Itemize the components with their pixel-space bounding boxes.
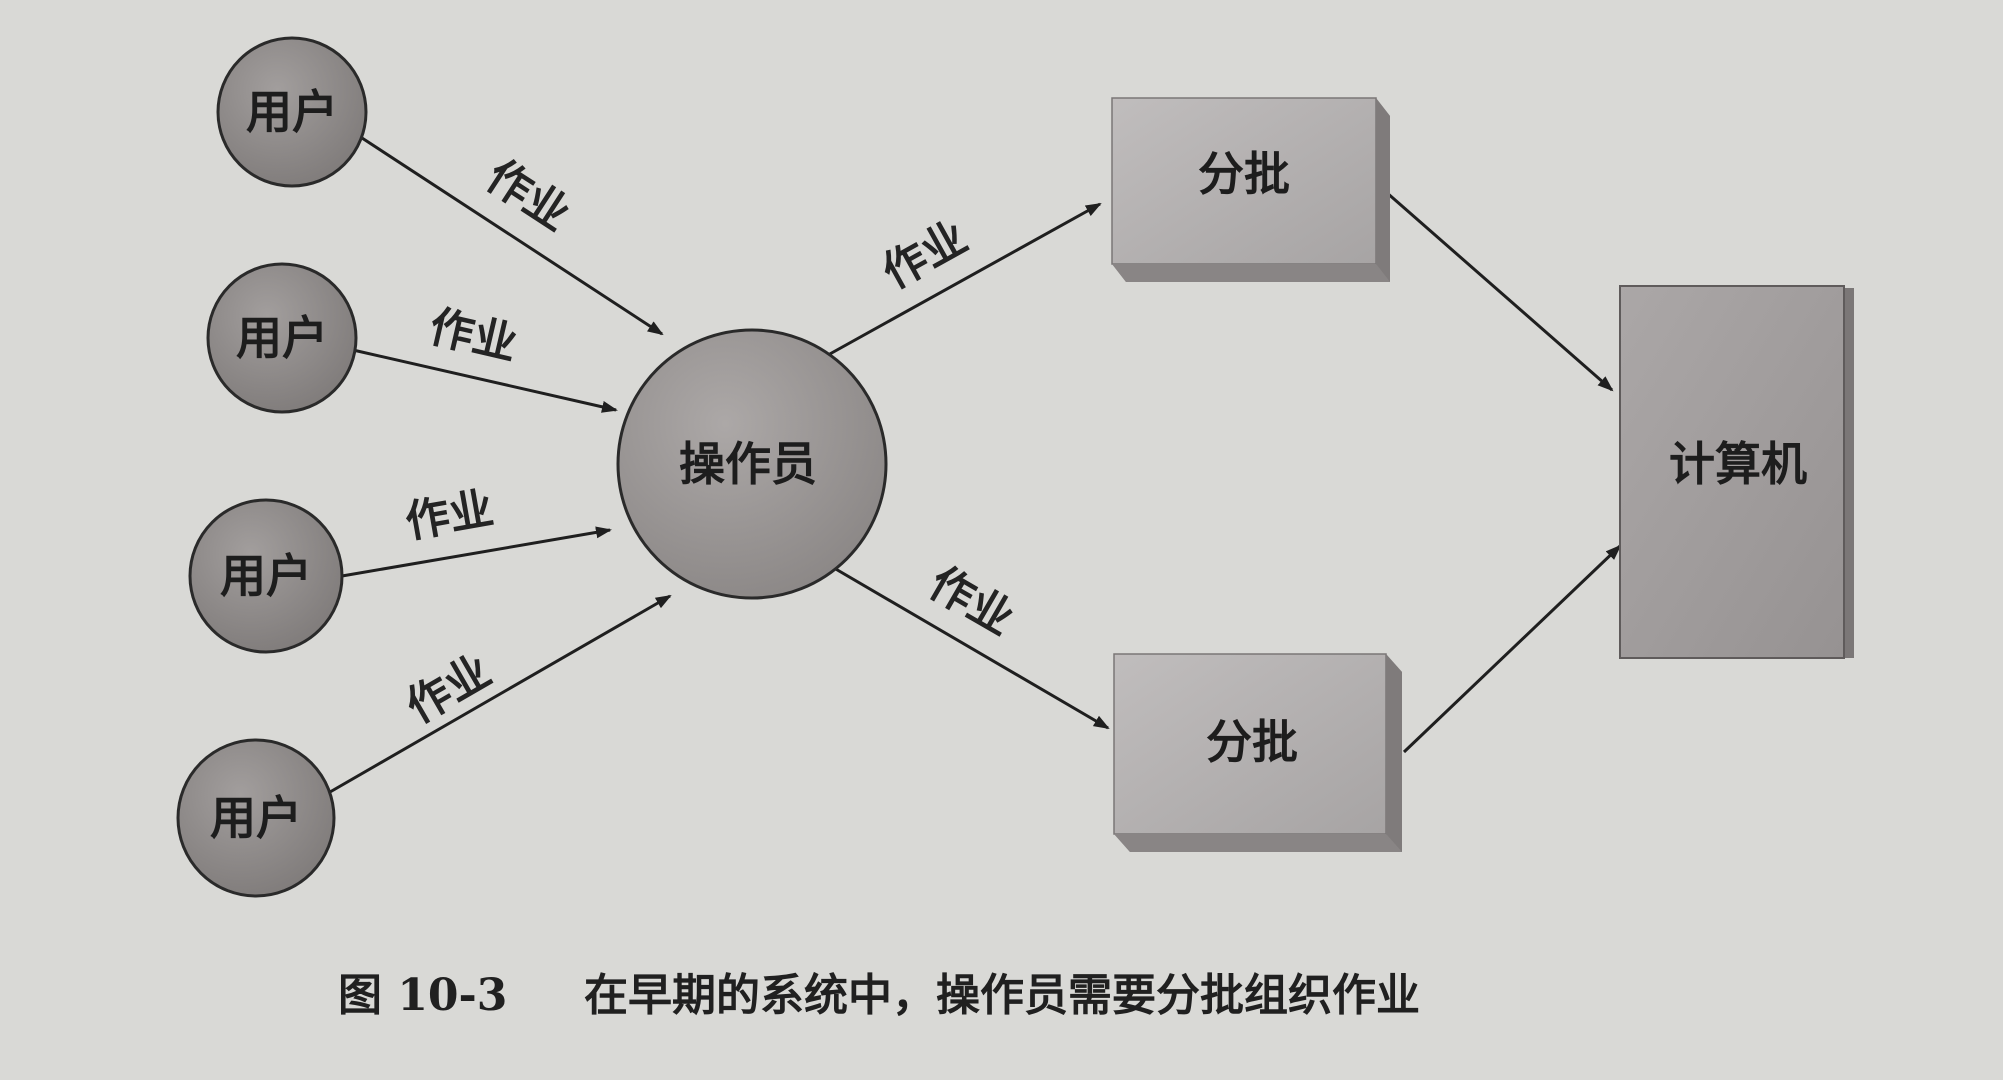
user-node-label: 用户: [246, 85, 338, 139]
batch-node-top: 分批: [1111, 97, 1390, 282]
computer-node-label: 计算机: [1669, 437, 1807, 491]
operator-node: 操作员: [616, 328, 888, 600]
batch-node-bottom: 分批: [1113, 653, 1402, 852]
edge-user1-operator: [361, 136, 664, 336]
batch-node-label: 分批: [1206, 715, 1298, 769]
edge-user2-operator: [352, 348, 618, 413]
user-node-4: 用户: [176, 738, 336, 898]
user-node-3: 用户: [188, 498, 344, 654]
figure-caption: 图 10-3 在早期的系统中，操作员需要分批组织作业: [338, 970, 1420, 1021]
figure-number: 图 10-3: [338, 970, 507, 1021]
edge-batch-bottom-computer: [1402, 544, 1622, 754]
computer-node: 计算机: [1619, 285, 1854, 659]
user-node-1: 用户: [216, 36, 368, 188]
user-node-label: 用户: [210, 791, 302, 845]
user-node-label: 用户: [220, 549, 312, 603]
edge-user4-operator: [329, 594, 672, 794]
figure-caption-text: 在早期的系统中，操作员需要分批组织作业: [584, 970, 1420, 1021]
edge-operator-batch-bottom: [833, 566, 1110, 730]
edge-user3-operator: [341, 526, 612, 578]
edges-group: [329, 136, 1622, 794]
user-node-2: 用户: [206, 262, 358, 414]
edge-operator-batch-top: [827, 202, 1102, 357]
user-node-label: 用户: [236, 311, 328, 365]
edge-batch-top-computer: [1385, 190, 1614, 392]
batch-node-label: 分批: [1198, 147, 1290, 201]
operator-node-label: 操作员: [679, 437, 817, 491]
